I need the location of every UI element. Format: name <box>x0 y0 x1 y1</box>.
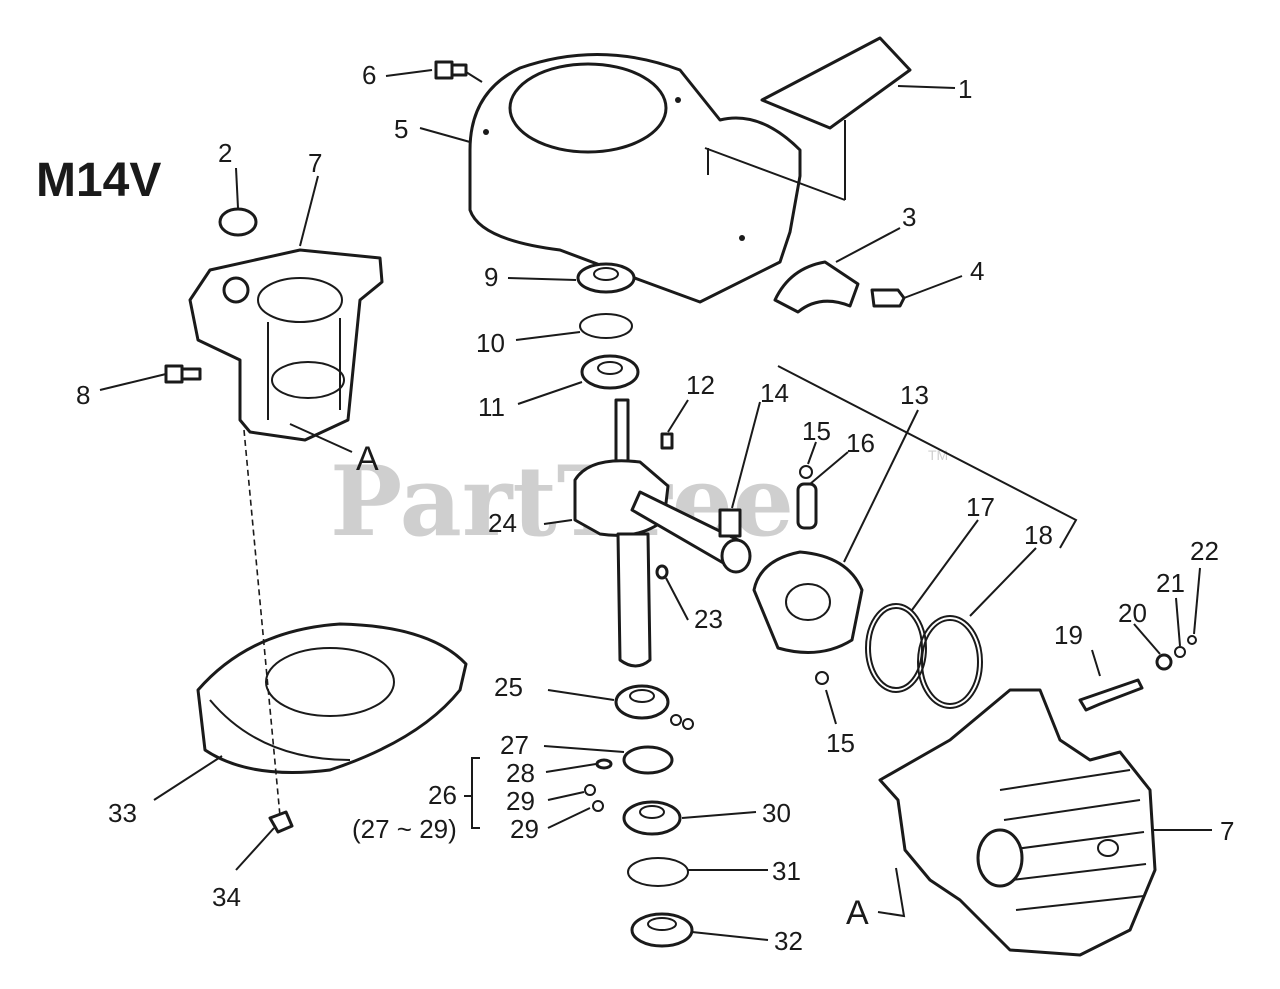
callout-9: 9 <box>484 262 498 292</box>
callout-4: 4 <box>970 256 984 286</box>
part-29-weights <box>584 714 694 812</box>
callout-28: 28 <box>506 758 535 788</box>
callout-20: 20 <box>1118 598 1147 628</box>
part-13-piston <box>752 550 864 654</box>
part-27-governor-holder <box>622 745 674 775</box>
callout-14: 14 <box>760 378 789 408</box>
callout-5: 5 <box>394 114 408 144</box>
callout-32: 32 <box>774 926 803 956</box>
callout-7-upper: 7 <box>308 148 322 178</box>
part-22-clip <box>1187 635 1197 645</box>
part-9-oil-seal <box>576 262 636 294</box>
callout-13: 13 <box>900 380 929 410</box>
callout-7-lower: 7 <box>1220 816 1234 846</box>
callout-26: 26 <box>428 780 457 810</box>
callout-19: 19 <box>1054 620 1083 650</box>
callout-21: 21 <box>1156 568 1185 598</box>
part-17-piston-ring <box>865 603 927 693</box>
part-20-nut <box>1155 653 1173 671</box>
part-1-label-plate <box>760 36 912 130</box>
callout-8: 8 <box>76 380 90 410</box>
part-11-bearing <box>580 354 640 390</box>
part-34-drain-plug <box>268 810 294 834</box>
callout-15-lower: 15 <box>826 728 855 758</box>
callout-25: 25 <box>494 672 523 702</box>
callout-29-upper: 29 <box>506 786 535 816</box>
callout-1: 1 <box>958 74 972 104</box>
part-14-needle-bearing <box>718 508 742 538</box>
part-21-washer <box>1174 646 1186 658</box>
reference-a-lower: A <box>846 894 869 932</box>
part-30-bearing <box>622 800 682 836</box>
reference-a-upper: A <box>356 440 379 478</box>
part-19-stud <box>1078 678 1144 712</box>
callout-2: 2 <box>218 138 232 168</box>
part-25-bearing <box>614 684 670 720</box>
callout-23: 23 <box>694 604 723 634</box>
callout-18: 18 <box>1024 520 1053 550</box>
part-12-key <box>660 432 674 450</box>
part-16-piston-pin <box>796 482 818 530</box>
part-15-clip-upper <box>799 465 813 479</box>
callout-30: 30 <box>762 798 791 828</box>
part-18-piston-ring <box>917 615 983 709</box>
part-28-weight <box>595 758 613 770</box>
callout-17: 17 <box>966 492 995 522</box>
callout-29-lower: 29 <box>510 814 539 844</box>
part-15-clip-lower <box>815 671 829 685</box>
part-4-screw <box>870 288 906 308</box>
callout-24: 24 <box>488 508 517 538</box>
part-5-fan-shroud <box>468 53 846 304</box>
model-label: M14V <box>36 154 161 207</box>
callout-6: 6 <box>362 60 376 90</box>
part-24-crankshaft <box>573 398 752 668</box>
callout-27-29: (27 ~ 29) <box>352 814 457 844</box>
callout-15-upper: 15 <box>802 416 831 446</box>
part-2-cap <box>218 207 258 237</box>
part-33-base-plate <box>196 622 468 774</box>
part-32-oil-seal <box>630 912 694 948</box>
part-6-bolt <box>434 60 468 80</box>
callouts: 1 2 3 4 5 6 7 7 8 9 10 11 12 13 14 15 15… <box>76 60 1234 956</box>
assembly-line <box>243 429 281 817</box>
part-7-cylinder-block <box>878 688 1157 957</box>
part-3-shield <box>773 260 860 314</box>
leader-lines <box>99 69 1212 941</box>
callout-3: 3 <box>902 202 916 232</box>
callout-16: 16 <box>846 428 875 458</box>
callout-31: 31 <box>772 856 801 886</box>
callout-33: 33 <box>108 798 137 828</box>
callout-22: 22 <box>1190 536 1219 566</box>
part-10-snap-ring <box>579 313 633 339</box>
part-31-snap-ring <box>627 857 689 887</box>
callout-27: 27 <box>500 730 529 760</box>
part-8-bolt <box>164 364 202 384</box>
callout-34: 34 <box>212 882 241 912</box>
part-7-crankcase-left <box>188 248 384 442</box>
callout-12: 12 <box>686 370 715 400</box>
part-23-key <box>655 564 669 580</box>
callout-11: 11 <box>478 392 505 422</box>
callout-10: 10 <box>476 328 505 358</box>
